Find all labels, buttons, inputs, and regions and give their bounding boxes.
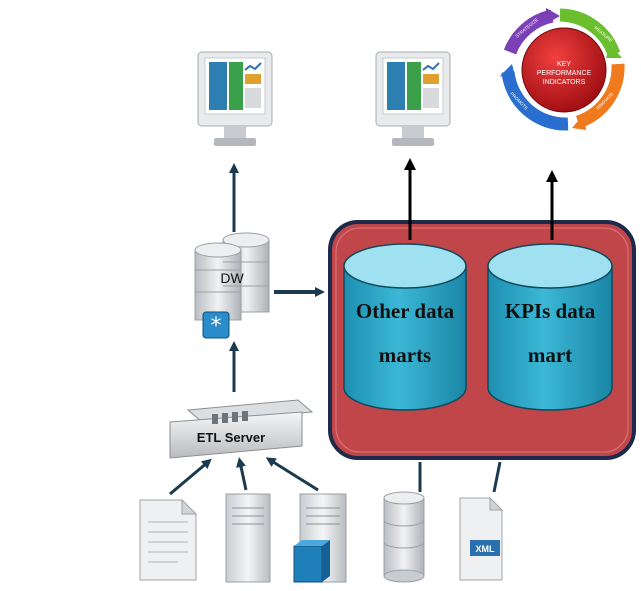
arrow-doc-to-etl bbox=[169, 458, 212, 496]
kpi-center-line3: INDICATORS bbox=[543, 79, 586, 86]
dw-label: DW bbox=[220, 270, 244, 286]
arrow-server1-to-etl bbox=[236, 457, 248, 491]
kpi-center-line1: KEY bbox=[557, 61, 571, 68]
xml-label: XML bbox=[476, 544, 496, 554]
other-marts-label-line1: Other data bbox=[356, 299, 455, 323]
kpi-mart-label-line2: mart bbox=[528, 343, 572, 367]
other-data-marts-cylinder: Other data marts bbox=[343, 243, 467, 411]
monitor-icon-middle bbox=[375, 51, 451, 146]
server-tower-icon-2 bbox=[293, 493, 347, 583]
monitor-icon-left bbox=[197, 51, 273, 146]
arrow-server2-to-etl bbox=[265, 457, 319, 492]
other-marts-label-line2: marts bbox=[379, 343, 431, 367]
kpis-data-mart-cylinder: KPIs data mart bbox=[487, 243, 613, 411]
kpi-mart-label-line1: KPIs data bbox=[505, 299, 596, 323]
line-xml-to-marts bbox=[492, 461, 502, 493]
etl-server-icon: ETL Server bbox=[169, 399, 314, 459]
database-icon bbox=[383, 491, 425, 583]
server-tower-icon-1 bbox=[225, 493, 271, 583]
kpi-center-line2: PERFORMANCE bbox=[537, 70, 592, 77]
xml-file-icon: XML bbox=[459, 496, 504, 581]
dw-database-icon: DW * bbox=[194, 232, 270, 339]
kpi-cycle-graphic: KEY PERFORMANCE INDICATORS STRATEGIZE ME… bbox=[485, 8, 633, 168]
etl-server-label: ETL Server bbox=[197, 430, 265, 445]
flow-arrows bbox=[169, 158, 558, 496]
document-icon bbox=[139, 498, 198, 581]
asterisk-icon: * bbox=[211, 314, 222, 339]
